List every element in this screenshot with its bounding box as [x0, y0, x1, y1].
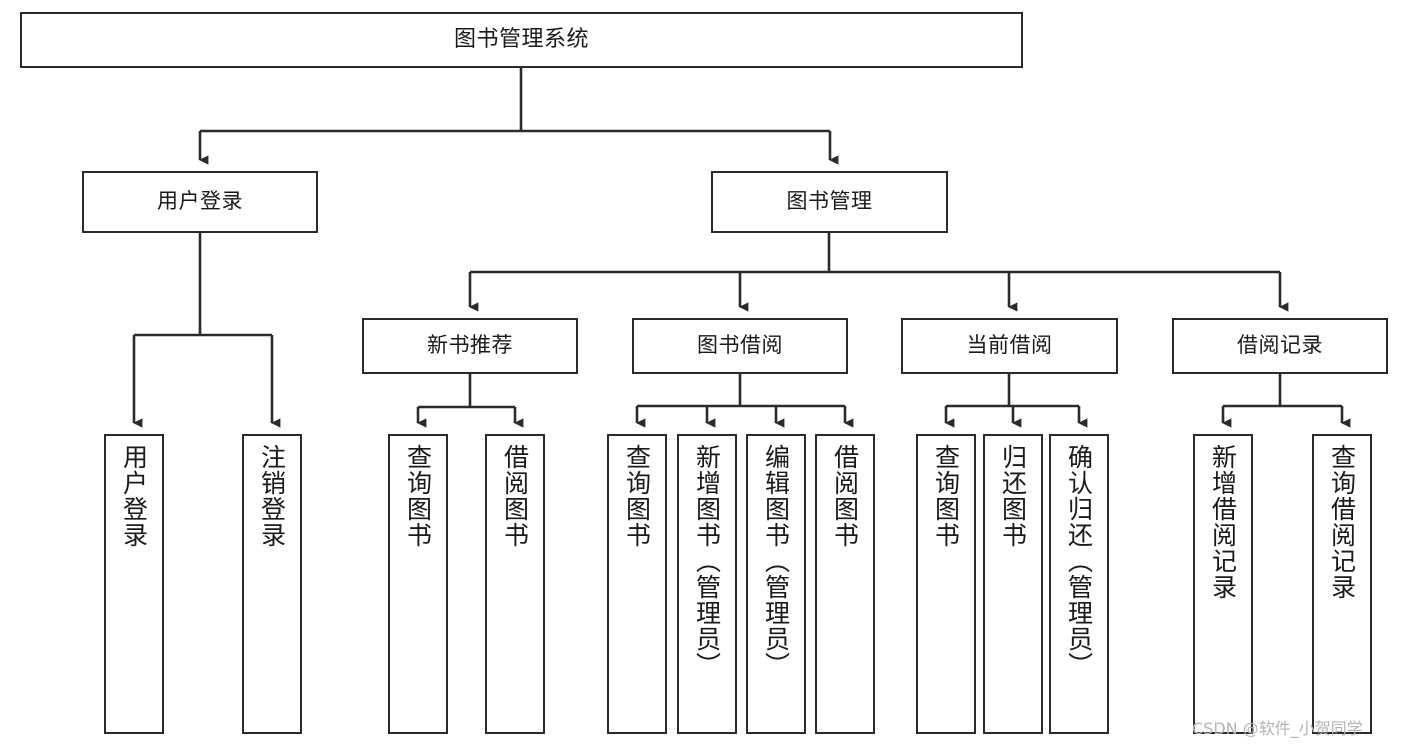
- node-leaf-query-book-2[interactable]: 查询图书: [607, 434, 667, 734]
- node-leaf-query-book-3[interactable]: 查询图书: [916, 434, 976, 734]
- node-user-login-label: 用户登录: [157, 189, 243, 214]
- node-leaf-query-book-1[interactable]: 查询图书: [388, 434, 448, 734]
- node-leaf-edit-book-label: 编辑图书（管理员）: [761, 444, 791, 678]
- node-leaf-user-login-label: 用户登录: [119, 444, 149, 548]
- node-leaf-query-book-1-label: 查询图书: [403, 444, 433, 548]
- node-root[interactable]: 图书管理系统: [20, 12, 1023, 68]
- node-current-borrow[interactable]: 当前借阅: [901, 318, 1118, 374]
- node-leaf-confirm-return-label: 确认归还（管理员）: [1064, 444, 1094, 678]
- node-new-book-recommend[interactable]: 新书推荐: [362, 318, 578, 374]
- node-leaf-confirm-return[interactable]: 确认归还（管理员）: [1049, 434, 1109, 734]
- node-root-label: 图书管理系统: [453, 26, 589, 52]
- node-leaf-user-login[interactable]: 用户登录: [104, 434, 164, 734]
- node-leaf-borrow-book-2-label: 借阅图书: [830, 444, 860, 548]
- node-leaf-add-book-label: 新增图书（管理员）: [692, 444, 722, 678]
- node-book-manage-label: 图书管理: [786, 189, 873, 214]
- node-new-book-recommend-label: 新书推荐: [427, 333, 513, 358]
- watermark: CSDN @软件_小贺同学: [1192, 719, 1363, 738]
- node-leaf-add-book[interactable]: 新增图书（管理员）: [677, 434, 737, 734]
- node-leaf-borrow-book-1-label: 借阅图书: [500, 444, 530, 548]
- node-book-borrow-label: 图书借阅: [697, 333, 783, 358]
- node-leaf-query-borrow-record[interactable]: 查询借阅记录: [1312, 434, 1372, 734]
- node-user-login[interactable]: 用户登录: [82, 171, 318, 233]
- node-leaf-add-borrow-record[interactable]: 新增借阅记录: [1193, 434, 1253, 734]
- node-leaf-edit-book[interactable]: 编辑图书（管理员）: [746, 434, 806, 734]
- node-leaf-return-book[interactable]: 归还图书: [983, 434, 1043, 734]
- node-book-manage[interactable]: 图书管理: [711, 171, 948, 233]
- node-leaf-query-borrow-record-label: 查询借阅记录: [1327, 444, 1357, 600]
- node-leaf-logout-login[interactable]: 注销登录: [242, 434, 302, 734]
- node-borrow-record[interactable]: 借阅记录: [1172, 318, 1388, 374]
- node-leaf-logout-login-label: 注销登录: [257, 444, 287, 548]
- node-borrow-record-label: 借阅记录: [1237, 333, 1323, 358]
- node-current-borrow-label: 当前借阅: [966, 333, 1053, 358]
- node-leaf-add-borrow-record-label: 新增借阅记录: [1208, 444, 1238, 600]
- node-leaf-borrow-book-2[interactable]: 借阅图书: [815, 434, 875, 734]
- node-leaf-query-book-3-label: 查询图书: [931, 444, 961, 548]
- node-book-borrow[interactable]: 图书借阅: [632, 318, 848, 374]
- node-leaf-query-book-2-label: 查询图书: [622, 444, 652, 548]
- node-leaf-borrow-book-1[interactable]: 借阅图书: [485, 434, 545, 734]
- node-leaf-return-book-label: 归还图书: [998, 444, 1028, 548]
